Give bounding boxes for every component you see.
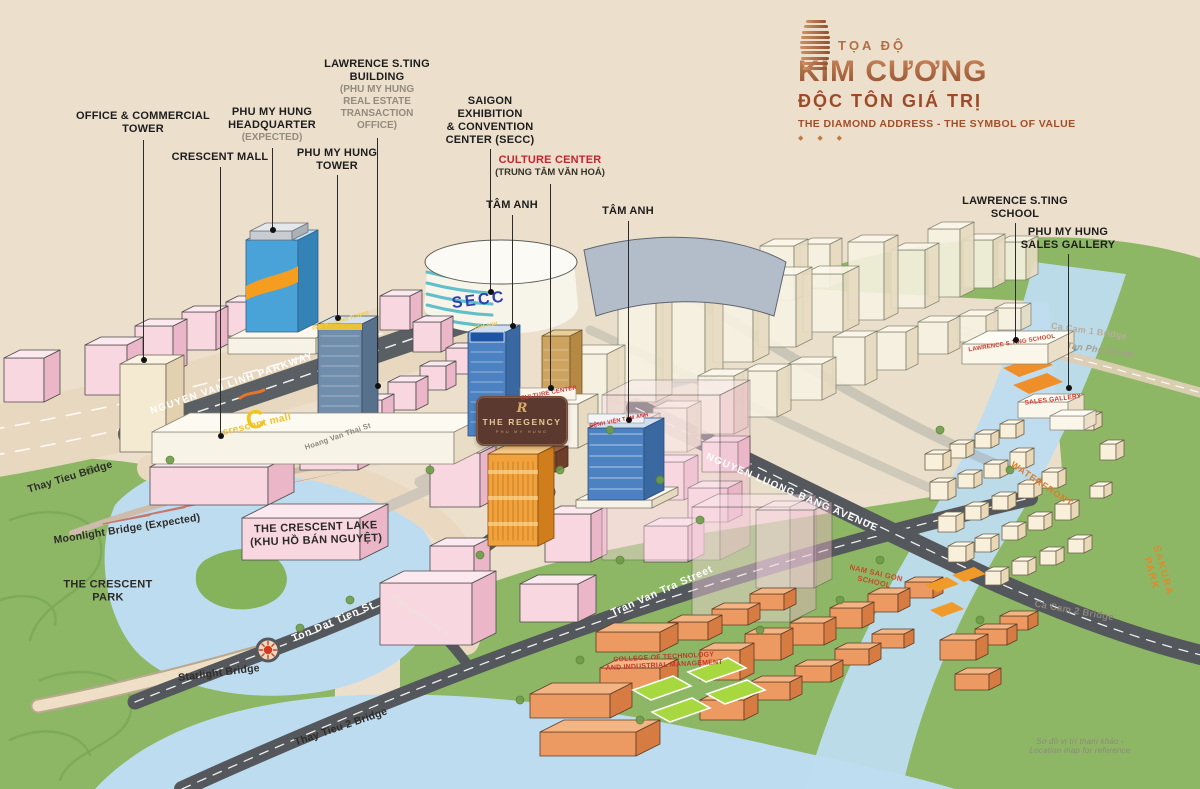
sales-gallery-building bbox=[1017, 393, 1097, 431]
callout-line-tam-anh-1 bbox=[509, 215, 516, 329]
callout-line-phu-my-hung-tower bbox=[334, 175, 341, 321]
waterfront-villas bbox=[924, 411, 1125, 586]
callout-line-tam-anh-2 bbox=[625, 221, 632, 423]
callout-line-culture-center bbox=[547, 184, 554, 391]
logo-diamond-separator-icon: ◆ ◆ ◆ bbox=[798, 135, 849, 142]
park-path-lines bbox=[0, 511, 133, 782]
sports-fields bbox=[631, 343, 1078, 723]
logo-line-doc-ton: ĐỘC TÔN GIÁ TRỊ bbox=[798, 91, 982, 111]
crescent-mall-building: C bbox=[151, 388, 493, 465]
callout-line-phu-my-hung-sales-gallery bbox=[1065, 254, 1072, 391]
lawrence-sting-school-building bbox=[961, 330, 1075, 365]
regency-subtitle: PHU MY HUNG bbox=[495, 429, 549, 434]
logo-line-kim-cuong: KIM CƯƠNG bbox=[798, 55, 1098, 89]
callout-line-lawrence-sting-building bbox=[374, 138, 381, 389]
logo-line-toa-do: TỌA ĐỘ bbox=[838, 38, 907, 53]
the-regency-tower bbox=[487, 445, 555, 547]
callout-line-saigon-exhibition-convention-center bbox=[487, 149, 494, 295]
trees bbox=[85, 425, 1015, 725]
regency-monogram-icon: R bbox=[516, 401, 528, 416]
regency-title: THE REGENCY bbox=[482, 417, 562, 427]
logo-tagline: THE DIAMOND ADDRESS - THE SYMBOL OF VALU… bbox=[798, 118, 1076, 130]
benh-vien-tam-anh-building bbox=[575, 413, 679, 509]
callout-line-phu-my-hung-headquarter bbox=[269, 148, 276, 233]
phu-my-hung-headquarter-building bbox=[245, 222, 319, 333]
logo-building-icon bbox=[800, 18, 834, 72]
project-logo: TỌA ĐỘ KIM CƯƠNG ĐỘC TÔN GIÁ TRỊ THE DIA… bbox=[798, 14, 1098, 142]
callout-line-lawrence-sting-school bbox=[1012, 223, 1019, 343]
starlight-sun-icon bbox=[258, 640, 278, 660]
callout-line-office-commercial-tower bbox=[140, 140, 147, 363]
callout-line-crescent-mall bbox=[217, 167, 224, 439]
the-regency-badge: R THE REGENCY PHU MY HUNG bbox=[476, 396, 568, 446]
secc-building bbox=[424, 236, 787, 334]
